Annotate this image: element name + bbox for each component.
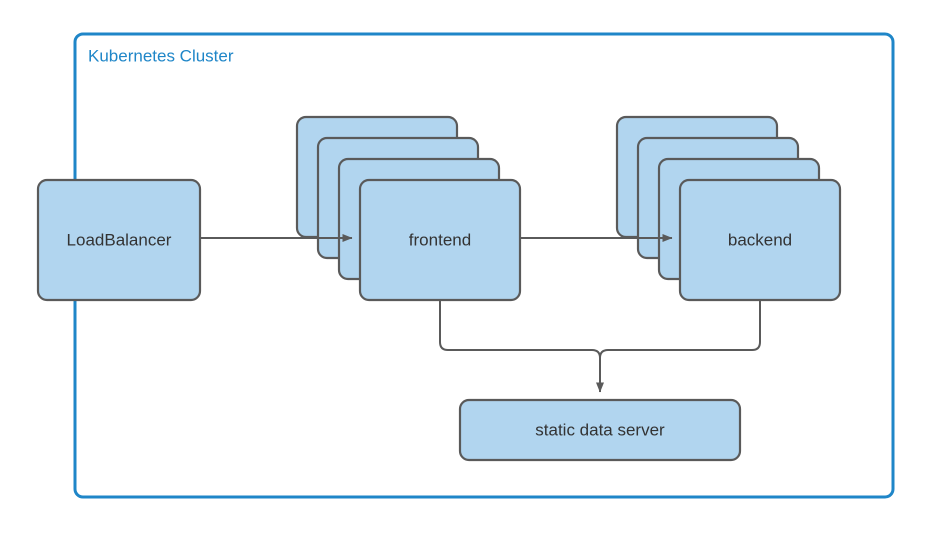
node-loadbalancer[interactable]: LoadBalancer	[36, 178, 202, 302]
node-backend[interactable]: backend	[615, 115, 842, 302]
node-shape-backend	[678, 178, 842, 302]
edge-backend-to-static[interactable]	[599, 300, 761, 392]
node-static-data-server[interactable]: static data server	[458, 398, 742, 462]
cluster-label: Kubernetes Cluster	[88, 46, 234, 65]
node-label-static-data-server: static data server	[535, 420, 665, 439]
node-shape-frontend	[358, 178, 522, 302]
nodes-layer: LoadBalancer frontend backend static data s…	[36, 115, 842, 462]
node-label-loadbalancer: LoadBalancer	[67, 230, 172, 249]
node-frontend[interactable]: frontend	[295, 115, 522, 302]
node-shape-loadbalancer	[36, 178, 202, 302]
node-label-frontend: frontend	[409, 230, 471, 249]
node-shape-static-data-server	[458, 398, 742, 462]
edge-frontend-to-static[interactable]	[439, 300, 604, 393]
node-label-backend: backend	[728, 230, 792, 249]
